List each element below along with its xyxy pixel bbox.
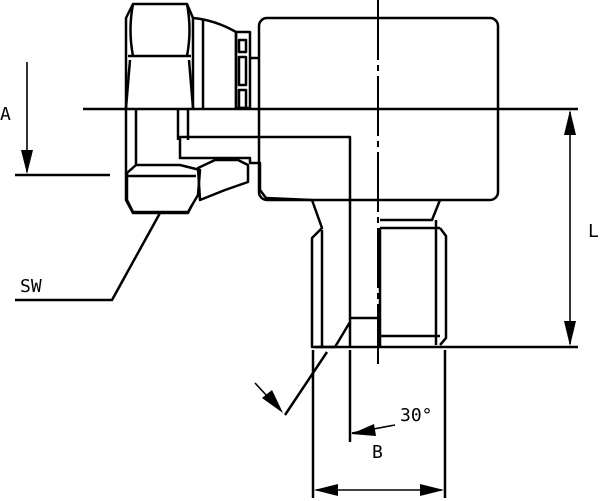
angle-dimension bbox=[254, 350, 396, 442]
fitting-body bbox=[257, 16, 500, 202]
label-l: L bbox=[588, 221, 599, 242]
cone-ring bbox=[192, 16, 259, 202]
dimension-a bbox=[15, 62, 110, 177]
sw-leader bbox=[15, 212, 162, 302]
label-b: B bbox=[372, 442, 383, 463]
label-a: A bbox=[0, 104, 11, 125]
threaded-stem bbox=[378, 199, 448, 347]
dimension-l bbox=[315, 110, 578, 349]
label-angle: 30° bbox=[400, 405, 433, 426]
label-sw: SW bbox=[20, 276, 42, 297]
hex-nut bbox=[124, 2, 202, 215]
elbow-section bbox=[178, 135, 352, 349]
